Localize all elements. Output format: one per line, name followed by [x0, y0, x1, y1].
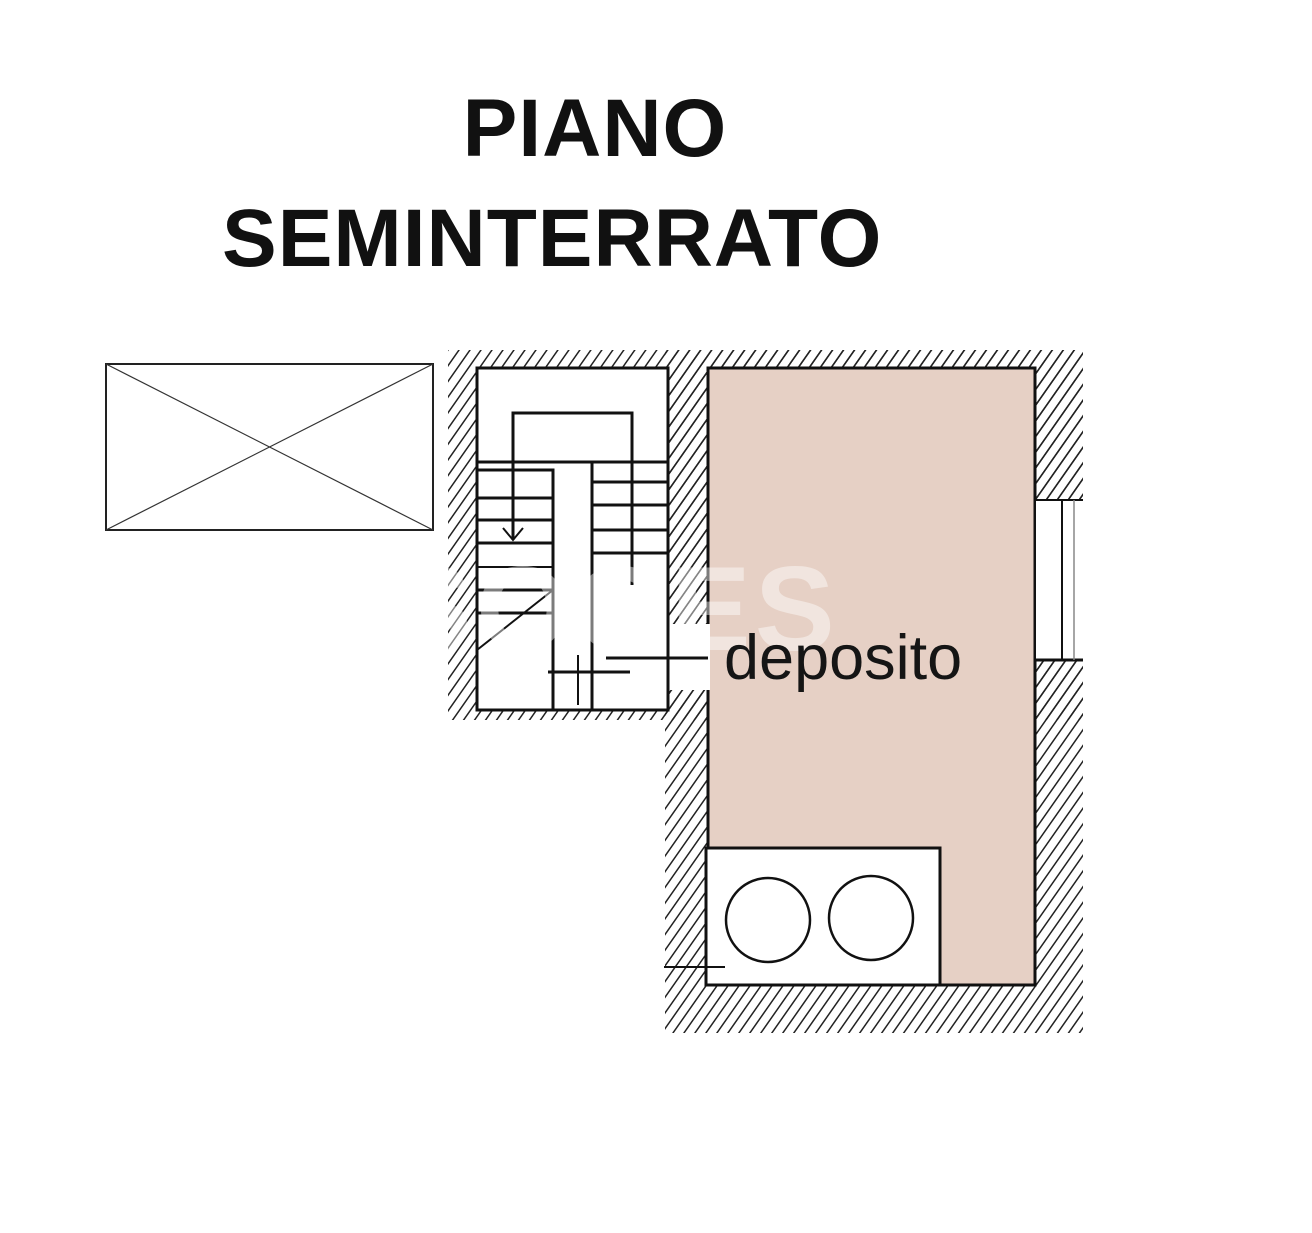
plan-title-line-1: PIANO [462, 83, 728, 174]
window [1036, 499, 1083, 662]
room-label-deposito: deposito [724, 623, 963, 693]
boiler-area [664, 846, 942, 987]
staircase [475, 411, 670, 712]
void-opening [105, 363, 434, 531]
watermark: SOGES [392, 542, 839, 676]
plan-title-line-2: SEMINTERRATO [222, 193, 883, 284]
